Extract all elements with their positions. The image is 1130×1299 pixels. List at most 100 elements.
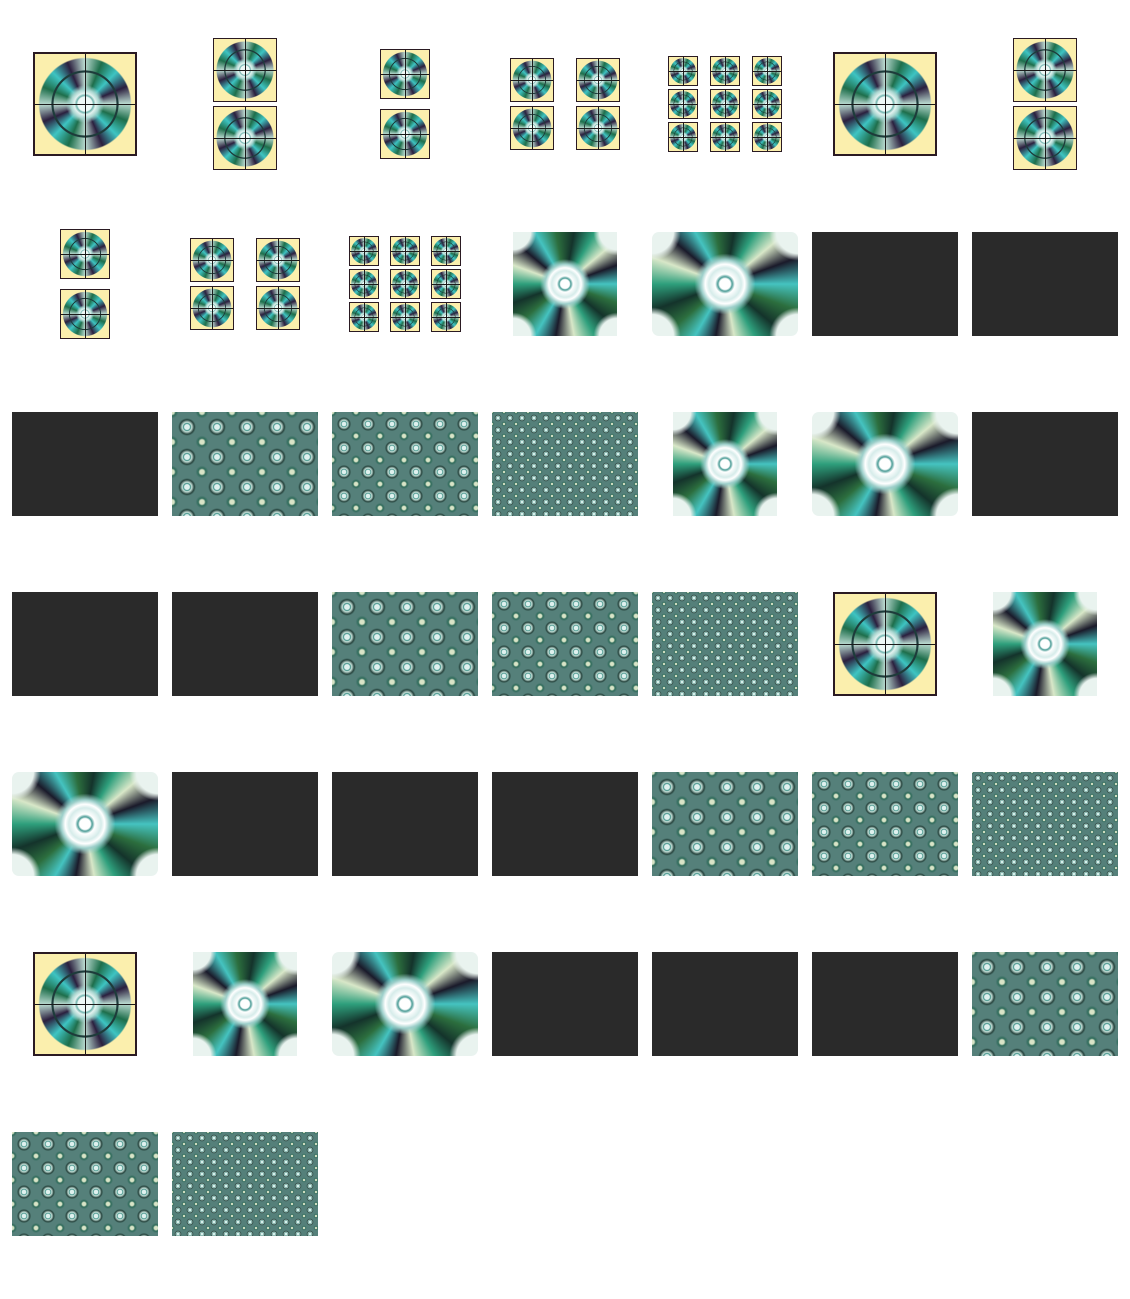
gallery-thumbnail[interactable]: [492, 214, 638, 354]
pattern-image: [652, 592, 798, 696]
gallery-thumbnail[interactable]: [652, 934, 798, 1074]
gallery-thumbnail[interactable]: [332, 754, 478, 894]
tile-image: [213, 106, 277, 170]
tile-image: [510, 58, 554, 102]
pattern-image: [12, 1132, 158, 1236]
gallery-thumbnail[interactable]: [12, 934, 158, 1074]
tile-image: [349, 269, 379, 299]
gallery-thumbnail[interactable]: [172, 934, 318, 1074]
tile-image: [33, 52, 137, 156]
gallery-thumbnail[interactable]: [12, 754, 158, 894]
gallery-thumbnail[interactable]: [812, 34, 958, 174]
gallery-thumbnail[interactable]: [812, 934, 958, 1074]
tile-image: [576, 58, 620, 102]
gallery-thumbnail[interactable]: [652, 34, 798, 174]
gallery-thumbnail[interactable]: [332, 34, 478, 174]
kaleidoscope-image: [513, 232, 617, 336]
tile-image: [431, 269, 461, 299]
gallery-thumbnail[interactable]: [12, 34, 158, 174]
gallery-thumbnail[interactable]: [652, 214, 798, 354]
gallery-thumbnail[interactable]: [812, 214, 958, 354]
gallery-thumbnail[interactable]: [332, 934, 478, 1074]
gallery-thumbnail[interactable]: [492, 574, 638, 714]
kaleidoscope-image: [332, 952, 478, 1056]
gallery-thumbnail[interactable]: [332, 394, 478, 534]
gallery-thumbnail[interactable]: [652, 574, 798, 714]
gallery-thumbnail[interactable]: [972, 934, 1118, 1074]
gallery-thumbnail[interactable]: [12, 1114, 158, 1254]
gallery-thumbnail[interactable]: [172, 1114, 318, 1254]
pattern-image: [492, 592, 638, 696]
gallery-thumbnail[interactable]: [812, 754, 958, 894]
tile-image: [752, 89, 782, 119]
tile-image: [710, 89, 740, 119]
tile-image: [752, 56, 782, 86]
pattern-image: [492, 772, 638, 876]
tile-image: [668, 122, 698, 152]
kaleidoscope-image: [12, 772, 158, 876]
tile-image: [668, 89, 698, 119]
gallery-thumbnail[interactable]: [332, 574, 478, 714]
tile-image: [390, 269, 420, 299]
pattern-image: [492, 952, 638, 1056]
gallery-thumbnail[interactable]: [172, 574, 318, 714]
gallery-thumbnail[interactable]: [172, 34, 318, 174]
pattern-image: [972, 772, 1118, 876]
gallery-thumbnail[interactable]: [172, 754, 318, 894]
tile-image: [349, 302, 379, 332]
pattern-image: [172, 1132, 318, 1236]
tile-image: [256, 286, 300, 330]
tile-image: [752, 122, 782, 152]
pattern-image: [172, 412, 318, 516]
pattern-image: [812, 952, 958, 1056]
tile-image: [833, 592, 937, 696]
pattern-image: [812, 772, 958, 876]
gallery-thumbnail[interactable]: [972, 214, 1118, 354]
gallery-thumbnail[interactable]: [172, 214, 318, 354]
tile-image: [576, 106, 620, 150]
gallery-thumbnail[interactable]: [172, 394, 318, 534]
tile-image: [60, 229, 110, 279]
tile-image: [349, 236, 379, 266]
tile-image: [390, 236, 420, 266]
gallery-thumbnail[interactable]: [652, 754, 798, 894]
pattern-image: [652, 952, 798, 1056]
pattern-image: [172, 772, 318, 876]
gallery-thumbnail[interactable]: [332, 214, 478, 354]
tile-image: [390, 302, 420, 332]
gallery-thumbnail[interactable]: [652, 394, 798, 534]
gallery-thumbnail[interactable]: [492, 754, 638, 894]
gallery-thumbnail[interactable]: [12, 574, 158, 714]
tile-image: [256, 238, 300, 282]
pattern-image: [12, 592, 158, 696]
gallery-thumbnail[interactable]: [972, 34, 1118, 174]
pattern-image: [812, 232, 958, 336]
kaleidoscope-image: [812, 412, 958, 516]
tile-image: [833, 52, 937, 156]
tile-image: [1013, 106, 1077, 170]
gallery-thumbnail[interactable]: [492, 934, 638, 1074]
pattern-image: [12, 412, 158, 516]
gallery-thumbnail[interactable]: [972, 394, 1118, 534]
pattern-image: [332, 772, 478, 876]
tile-image: [510, 106, 554, 150]
tile-image: [431, 236, 461, 266]
gallery-thumbnail[interactable]: [12, 394, 158, 534]
tile-image: [431, 302, 461, 332]
gallery-thumbnail[interactable]: [812, 394, 958, 534]
tile-image: [190, 238, 234, 282]
gallery-thumbnail[interactable]: [972, 754, 1118, 894]
gallery-thumbnail[interactable]: [492, 34, 638, 174]
pattern-image: [332, 592, 478, 696]
gallery-thumbnail[interactable]: [12, 214, 158, 354]
pattern-image: [972, 412, 1118, 516]
pattern-image: [972, 952, 1118, 1056]
gallery-thumbnail[interactable]: [812, 574, 958, 714]
gallery-thumbnail[interactable]: [972, 574, 1118, 714]
tile-image: [1013, 38, 1077, 102]
tile-image: [33, 952, 137, 1056]
tile-image: [213, 38, 277, 102]
tile-image: [710, 122, 740, 152]
kaleidoscope-image: [673, 412, 777, 516]
gallery-thumbnail[interactable]: [492, 394, 638, 534]
